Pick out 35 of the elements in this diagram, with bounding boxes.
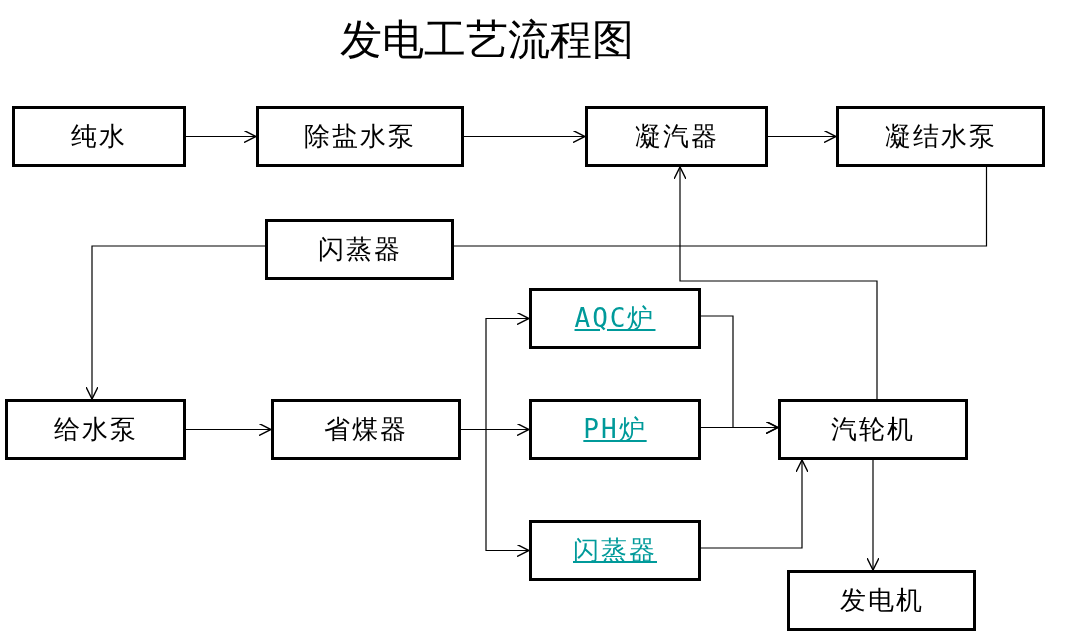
process-box (256, 106, 464, 167)
diagram-title: 发电工艺流程图 (340, 14, 634, 66)
box-label: 凝结水泵 (884, 120, 997, 153)
box-label: 发电机 (839, 584, 924, 617)
box-label: 汽轮机 (831, 413, 915, 446)
box-label: 给水泵 (53, 413, 138, 446)
process-box (787, 570, 976, 631)
process-box (585, 106, 768, 167)
arrow (700, 420, 779, 435)
box-label: 凝汽器 (634, 120, 719, 153)
arrow (185, 422, 272, 437)
arrow (185, 129, 257, 144)
process-box (836, 106, 1045, 167)
process-box (12, 106, 186, 167)
box-label: 闪蒸器 (317, 233, 402, 266)
arrow (866, 459, 880, 571)
arrow (85, 245, 266, 400)
process-box (271, 399, 461, 460)
arrow (460, 428, 530, 558)
box-label: 纯水 (71, 120, 127, 153)
arrow (463, 129, 586, 144)
process-box (5, 399, 186, 460)
process-box (529, 520, 701, 581)
box-label: 省煤器 (324, 413, 408, 446)
process-box (265, 219, 454, 280)
process-box (529, 288, 701, 349)
arrow (700, 459, 809, 549)
process-box (529, 399, 701, 460)
link: AQC炉 (574, 302, 656, 335)
link: PH炉 (583, 413, 647, 446)
arrow (673, 166, 878, 400)
link: 闪蒸器 (573, 534, 657, 567)
process-box (778, 399, 968, 460)
arrow (767, 129, 837, 144)
box-label: 除盐水泵 (304, 120, 416, 153)
